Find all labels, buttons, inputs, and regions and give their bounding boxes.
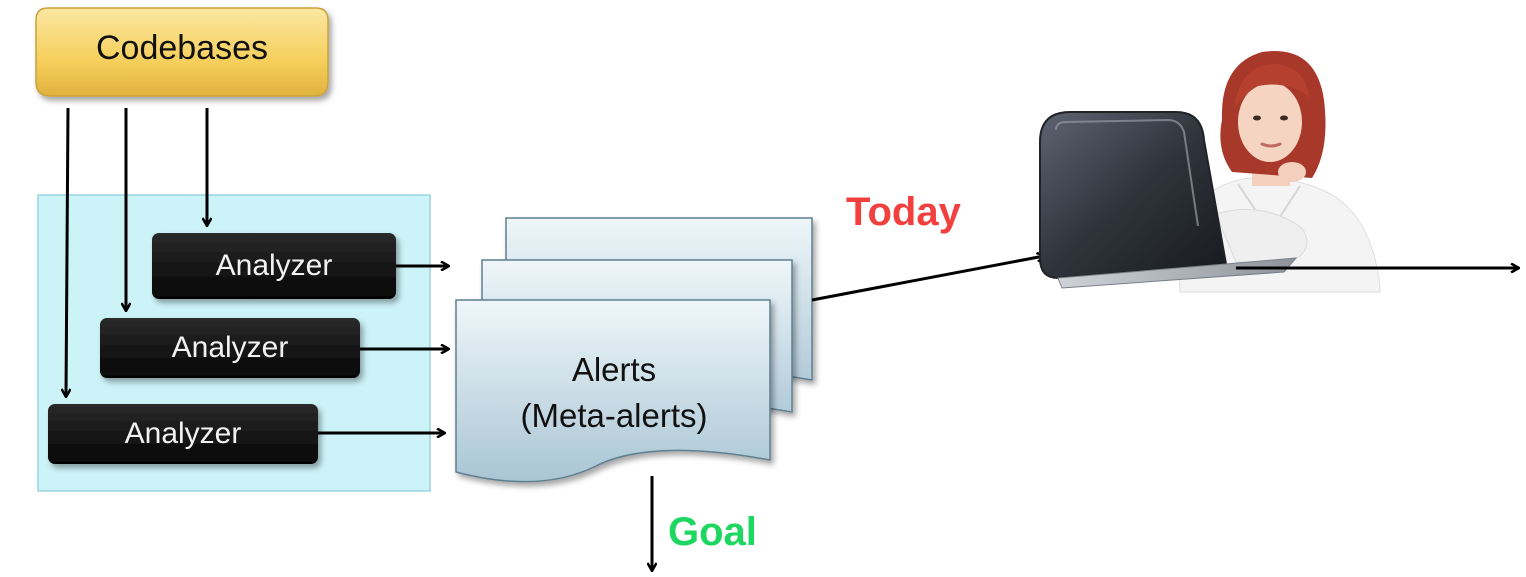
alerts-title: Alerts xyxy=(571,351,657,388)
codebases-cylinder xyxy=(35,7,329,97)
analyzer-label-3: Analyzer xyxy=(124,417,242,450)
analyzer-label-1: Analyzer xyxy=(215,249,333,282)
arrow-codebases-to-analyzer-3 xyxy=(66,107,68,396)
arrow-alerts-to-user xyxy=(811,256,1044,302)
analyzer-box-2 xyxy=(100,318,360,378)
alert-document-front xyxy=(455,299,771,483)
alerts-subtitle: (Meta-alerts) xyxy=(520,397,708,434)
alerts-label: Alerts (Meta-alerts) xyxy=(456,318,772,468)
today-label: Today xyxy=(846,190,961,234)
analyzer-box-1 xyxy=(152,233,396,299)
codebases-label: Codebases xyxy=(95,28,268,67)
user-at-laptop-illustration xyxy=(1039,51,1381,293)
goal-label: Goal xyxy=(668,510,757,554)
analyzer-label-2: Analyzer xyxy=(171,331,289,364)
analyzer-box-3 xyxy=(48,404,318,464)
